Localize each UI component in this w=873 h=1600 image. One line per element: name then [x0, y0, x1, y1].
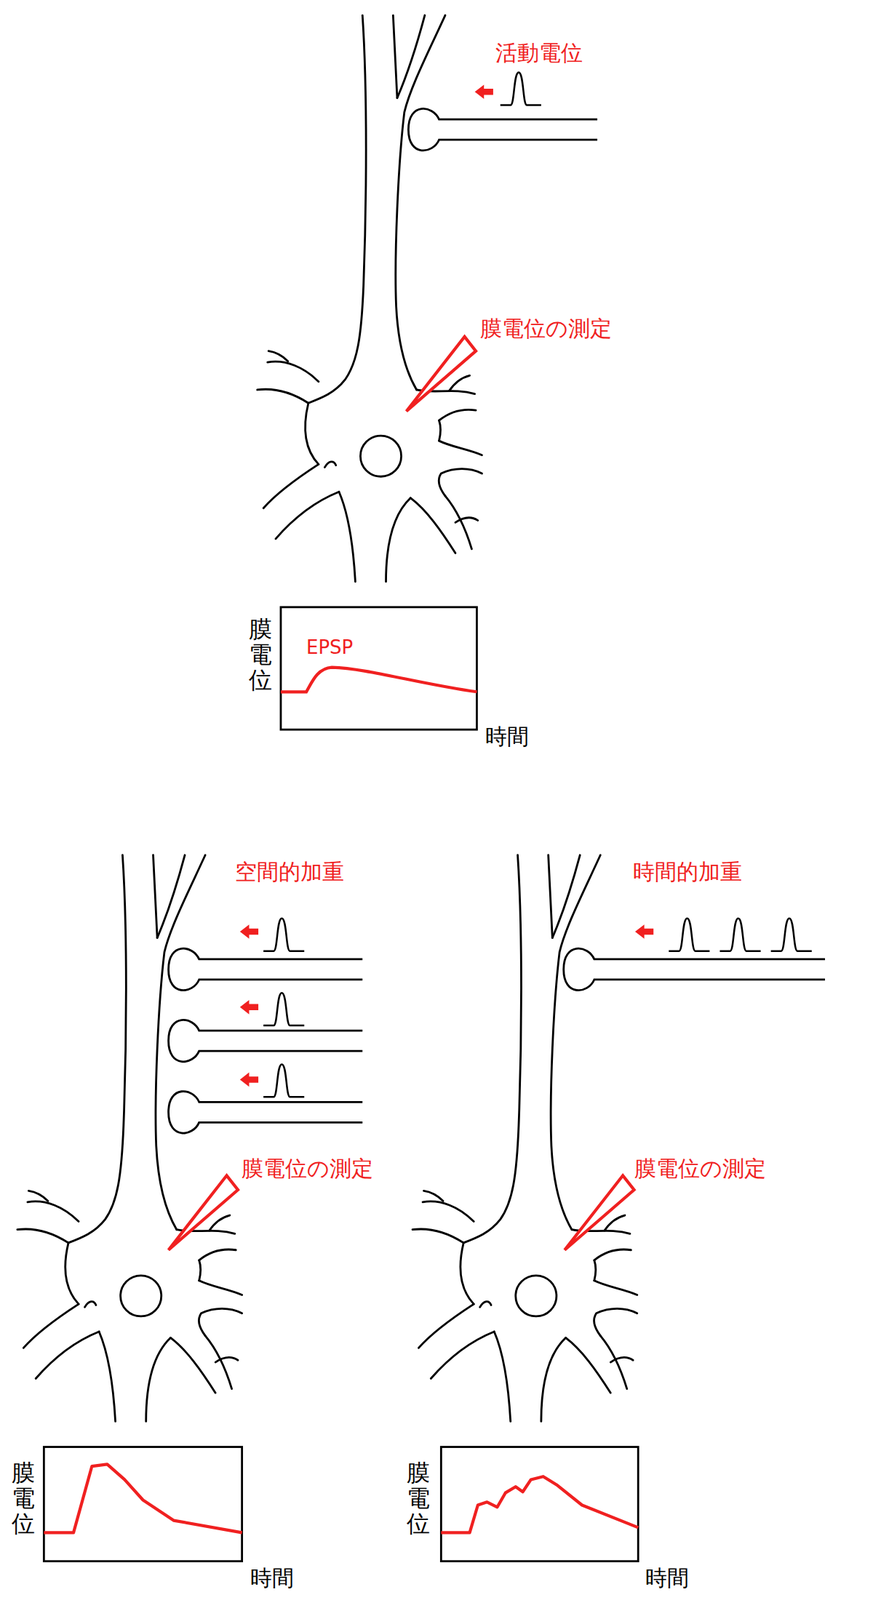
panel-title: 時間的加重 [632, 859, 743, 886]
presynaptic-axon [408, 108, 598, 150]
axis-label: 時間 [250, 1566, 294, 1592]
electrode [168, 1175, 238, 1250]
epsp-trace [280, 667, 477, 693]
axis-label: 膜電位 [11, 1460, 35, 1538]
graph-frame [280, 607, 477, 730]
graph-frame [440, 1447, 639, 1562]
action-potential-spike [500, 72, 542, 106]
annotation-label: 膜電位の測定 [241, 1156, 374, 1183]
action-potential-spike [719, 918, 761, 952]
axis-label: 時間 [485, 724, 529, 751]
spatial-summation-trace [43, 1464, 242, 1533]
electrode [564, 1175, 634, 1250]
neuron-spatial [17, 855, 363, 1423]
neuron-temporal [412, 855, 825, 1423]
presynaptic-axon [563, 948, 825, 991]
neuron-top [257, 15, 598, 582]
direction-arrow [240, 1073, 259, 1088]
action-potential-spike [771, 918, 812, 952]
annotation-label: 活動電位 [495, 40, 583, 67]
direction-arrow [635, 924, 654, 940]
axis-label: 時間 [645, 1566, 689, 1592]
electrode [406, 336, 476, 412]
panel-title: 空間的加重 [234, 859, 345, 886]
direction-arrow [475, 84, 494, 99]
axis-label: 膜電位 [406, 1460, 430, 1538]
trace-label: EPSP [306, 637, 353, 660]
presynaptic-axon [168, 948, 364, 991]
graph-frame [43, 1447, 242, 1562]
temporal-summation-trace [440, 1476, 639, 1533]
axis-label: 膜電位 [248, 616, 273, 695]
annotation-label: 膜電位の測定 [480, 316, 612, 342]
direction-arrow [240, 924, 259, 940]
direction-arrow [240, 1000, 259, 1015]
action-potential-spike [263, 918, 305, 952]
annotation-label: 膜電位の測定 [634, 1156, 767, 1183]
action-potential-spike [263, 1064, 305, 1098]
action-potential-spike [263, 993, 305, 1026]
action-potential-spike [668, 918, 710, 952]
